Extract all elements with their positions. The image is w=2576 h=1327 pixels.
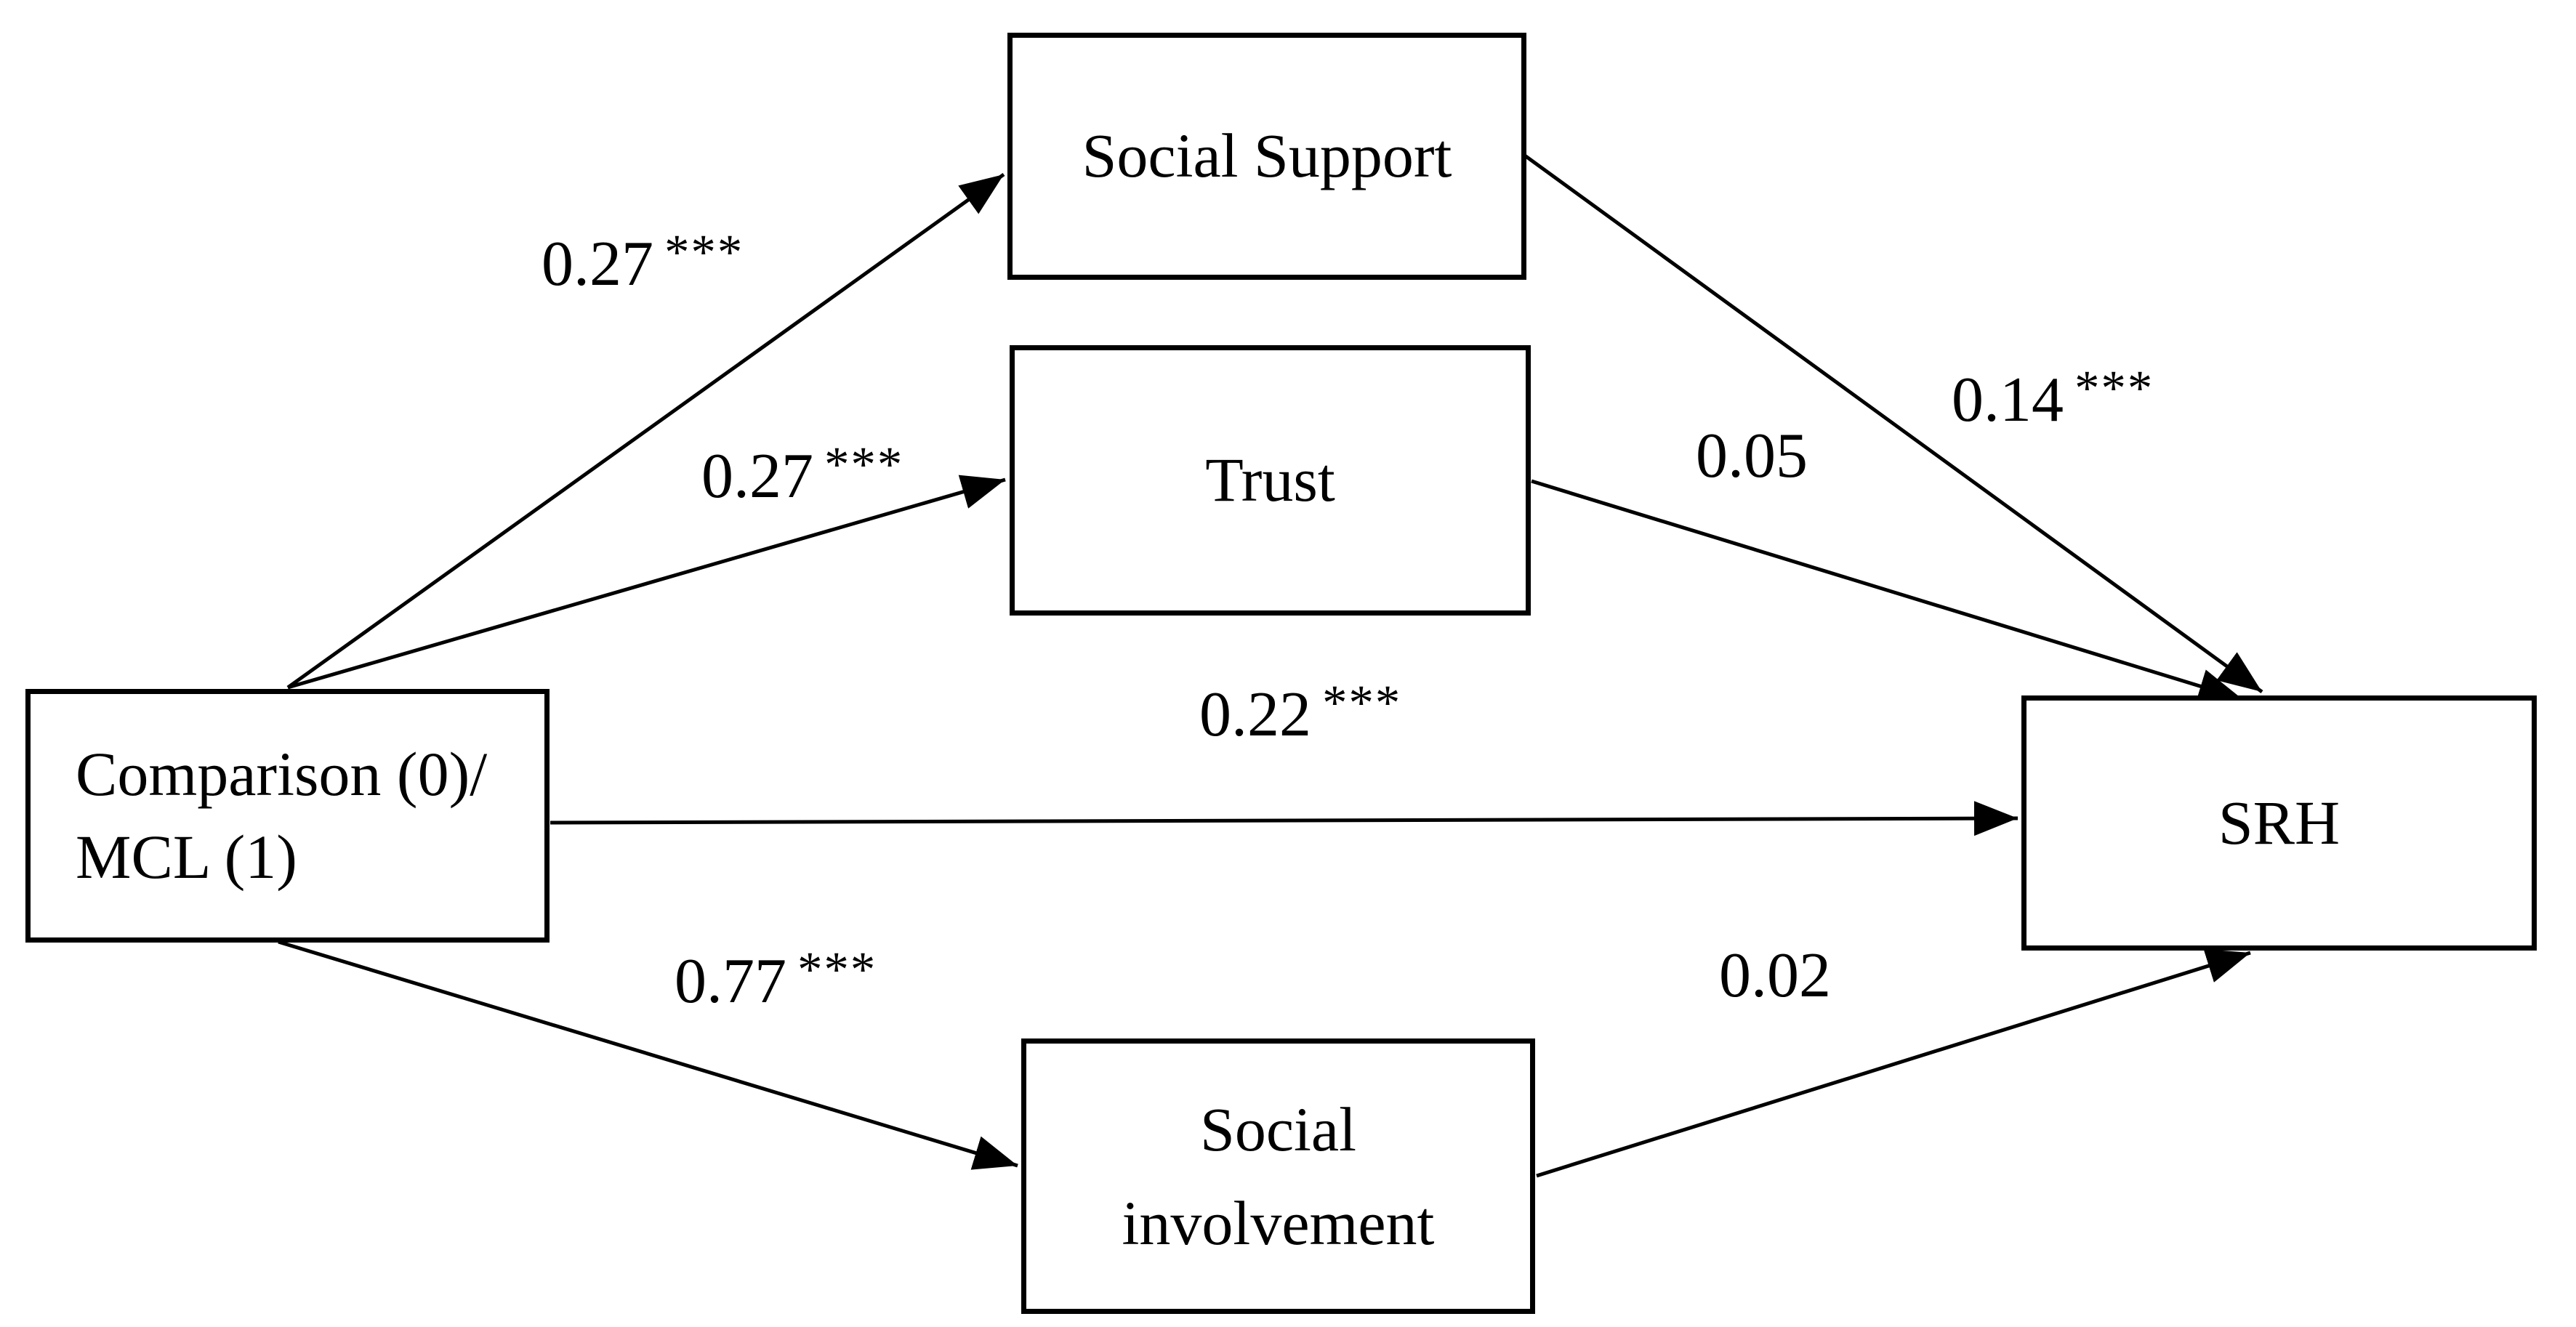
node-trust: Trust bbox=[1010, 345, 1531, 616]
coef-label-predictor-social-support: 0.27*** bbox=[542, 224, 744, 301]
coef-value: 0.02 bbox=[1719, 940, 1831, 1011]
node-social-involvement-label-line1: Social bbox=[1200, 1094, 1356, 1164]
coef-significance: *** bbox=[824, 437, 904, 492]
arrow-predictor-to-trust bbox=[287, 475, 1006, 690]
coef-significance: *** bbox=[797, 942, 877, 997]
coef-significance: *** bbox=[664, 225, 744, 280]
coef-significance: *** bbox=[1322, 675, 1402, 730]
node-social-involvement-label-line2: involvement bbox=[1122, 1187, 1435, 1258]
arrow-social-support-to-srh bbox=[1521, 152, 2263, 694]
node-srh: SRH bbox=[2021, 695, 2537, 951]
coef-value: 0.27 bbox=[542, 228, 653, 299]
coef-value: 0.27 bbox=[701, 440, 813, 512]
arrow-predictor-to-srh bbox=[550, 801, 2018, 836]
arrow-predictor-to-social-involvement bbox=[278, 940, 1018, 1170]
coef-label-trust-srh: 0.05 bbox=[1696, 416, 1819, 493]
node-srh-label: SRH bbox=[2218, 787, 2340, 858]
coef-label-social-support-srh: 0.14*** bbox=[1952, 360, 2154, 437]
coef-value: 0.05 bbox=[1696, 420, 1808, 491]
node-predictor-label-line1: Comparison (0)/ bbox=[76, 738, 488, 809]
coef-label-predictor-srh: 0.22*** bbox=[1199, 674, 1401, 751]
node-predictor: Comparison (0)/ MCL (1) bbox=[25, 689, 550, 943]
node-social-support-label: Social Support bbox=[1082, 121, 1452, 191]
coef-significance: *** bbox=[2074, 360, 2154, 416]
coef-label-predictor-social-involvement: 0.77*** bbox=[675, 941, 877, 1018]
node-predictor-label-line2: MCL (1) bbox=[76, 821, 297, 892]
coef-value: 0.14 bbox=[1952, 364, 2064, 435]
coef-label-predictor-trust: 0.27*** bbox=[701, 436, 903, 513]
coef-value: 0.77 bbox=[675, 945, 786, 1017]
arrow-predictor-to-social-support bbox=[286, 172, 1005, 690]
coef-label-social-involvement-srh: 0.02 bbox=[1719, 935, 1842, 1012]
arrow-trust-to-srh bbox=[1531, 479, 2243, 703]
arrow-social-involvement-to-srh bbox=[1536, 948, 2251, 1178]
node-trust-label: Trust bbox=[1205, 445, 1335, 515]
node-social-involvement: Social involvement bbox=[1021, 1038, 1535, 1314]
coef-value: 0.22 bbox=[1199, 679, 1311, 750]
node-social-support: Social Support bbox=[1007, 33, 1526, 280]
